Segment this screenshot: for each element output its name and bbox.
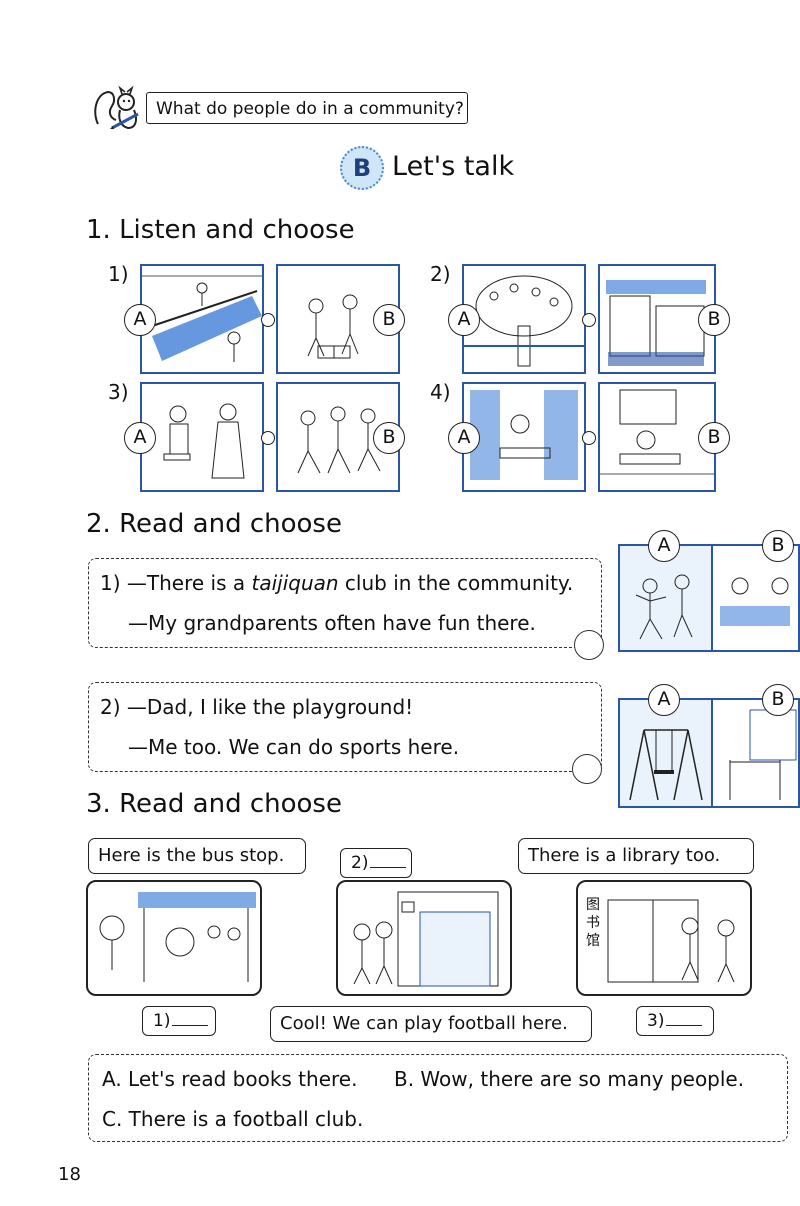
item4-link-circle	[582, 431, 596, 445]
item4-image-a[interactable]	[462, 382, 586, 492]
blank-3-label: 3)	[647, 1011, 665, 1031]
table-tennis-picture	[142, 266, 262, 372]
part2-q2-line1: 2) —Dad, I like the playground!	[100, 694, 413, 720]
part2-q1-option-a[interactable]: A	[648, 530, 680, 562]
part2-q1-option-b[interactable]: B	[762, 530, 794, 562]
part2-q2-pictures[interactable]	[618, 698, 800, 808]
part2-q1-line1-start: —There is a	[126, 571, 252, 595]
item1-image-a[interactable]	[140, 264, 264, 374]
part2-q2-number: 2)	[100, 695, 121, 719]
item3-number: 3)	[108, 380, 129, 404]
part2-q1-line1: 1) —There is a taijiquan club in the com…	[100, 570, 573, 596]
library-scene	[607, 899, 735, 983]
item1-option-a[interactable]: A	[124, 304, 156, 336]
blank-1[interactable]: 1)	[142, 1006, 216, 1036]
part2-heading: 2. Read and choose	[86, 509, 342, 539]
item2-image-b[interactable]	[598, 264, 716, 374]
part1-heading: 1. Listen and choose	[86, 215, 355, 245]
bus-stop-picture[interactable]	[86, 880, 262, 996]
item1-option-b[interactable]: B	[373, 304, 405, 336]
part2-q2-option-a[interactable]: A	[648, 684, 680, 716]
blank-2-label: 2)	[351, 853, 369, 873]
part2-q1-number: 1)	[100, 571, 121, 595]
item1-image-b[interactable]	[276, 264, 400, 374]
blank-2[interactable]: 2)	[340, 848, 412, 878]
item2-option-b[interactable]: B	[698, 304, 730, 336]
part2-q1-line2: —My grandparents often have fun there.	[128, 611, 536, 635]
item3-link-circle	[261, 431, 275, 445]
playground-swings-and-bars-picture	[620, 700, 797, 806]
apple-tree-picture	[464, 275, 584, 367]
bus-stop-bubble: Here is the bus stop.	[88, 838, 306, 874]
section-badge: B	[340, 146, 384, 190]
option-b: B. Wow, there are so many people.	[394, 1067, 745, 1091]
part2-q2-line1-text: —Dad, I like the playground!	[126, 695, 414, 719]
hopscotch-picture	[307, 294, 359, 359]
blank-3-line[interactable]	[666, 1007, 703, 1026]
part2-q2-box	[88, 682, 602, 772]
fruit-shop-picture	[606, 280, 706, 366]
football-club-scene	[353, 891, 499, 987]
part2-q2-line2: —Me too. We can do sports here.	[128, 735, 460, 759]
item2-link-circle	[582, 313, 596, 327]
blank-2-line[interactable]	[370, 849, 407, 868]
part2-q2-answer-circle[interactable]	[572, 754, 602, 784]
item2-number: 2)	[430, 262, 451, 286]
item3-option-b[interactable]: B	[373, 422, 405, 454]
library-reading-picture	[470, 390, 578, 480]
taijiquan-group-picture	[297, 406, 381, 474]
section-title: Let's talk	[392, 151, 515, 182]
part2-q1-italic-word: taijiquan	[251, 571, 339, 595]
chinese-opera-picture	[163, 403, 245, 479]
part3-heading: 3. Read and choose	[86, 789, 342, 819]
unit-question: What do people do in a community?	[146, 92, 468, 124]
blank-3[interactable]: 3)	[636, 1006, 714, 1036]
option-c: C. There is a football club.	[102, 1107, 364, 1131]
blank-1-label: 1)	[153, 1011, 171, 1031]
library-sign: 图书馆	[586, 897, 600, 949]
bus-stop-scene	[99, 892, 256, 982]
item2-option-a[interactable]: A	[448, 304, 480, 336]
item2-image-a[interactable]	[462, 264, 586, 374]
part2-q2-option-b[interactable]: B	[762, 684, 794, 716]
part2-q1-box	[88, 558, 602, 648]
item4-option-a[interactable]: A	[448, 422, 480, 454]
item1-number: 1)	[108, 262, 129, 286]
part2-q1-pictures[interactable]	[618, 544, 800, 652]
item3-image-a[interactable]	[140, 382, 264, 492]
item3-option-a[interactable]: A	[124, 422, 156, 454]
blank-1-line[interactable]	[172, 1007, 209, 1026]
item4-number: 4)	[430, 380, 451, 404]
page-number: 18	[58, 1164, 81, 1185]
item4-image-b[interactable]	[598, 382, 716, 492]
item4-option-b[interactable]: B	[698, 422, 730, 454]
item1-link-circle	[261, 313, 275, 327]
options-box	[88, 1054, 788, 1142]
part2-q1-answer-circle[interactable]	[574, 630, 604, 660]
library-picture[interactable]: 图书馆	[576, 880, 752, 996]
football-club-picture[interactable]	[336, 880, 512, 996]
park-taijiquan-and-chess-picture	[620, 546, 790, 650]
part2-q1-line1-end: club in the community.	[338, 571, 574, 595]
squirrel-mascot-icon	[94, 85, 139, 130]
library-bubble: There is a library too.	[518, 838, 754, 874]
classroom-reading-picture	[600, 389, 714, 475]
football-bubble: Cool! We can play football here.	[270, 1006, 592, 1042]
option-a: A. Let's read books there.	[102, 1067, 358, 1091]
